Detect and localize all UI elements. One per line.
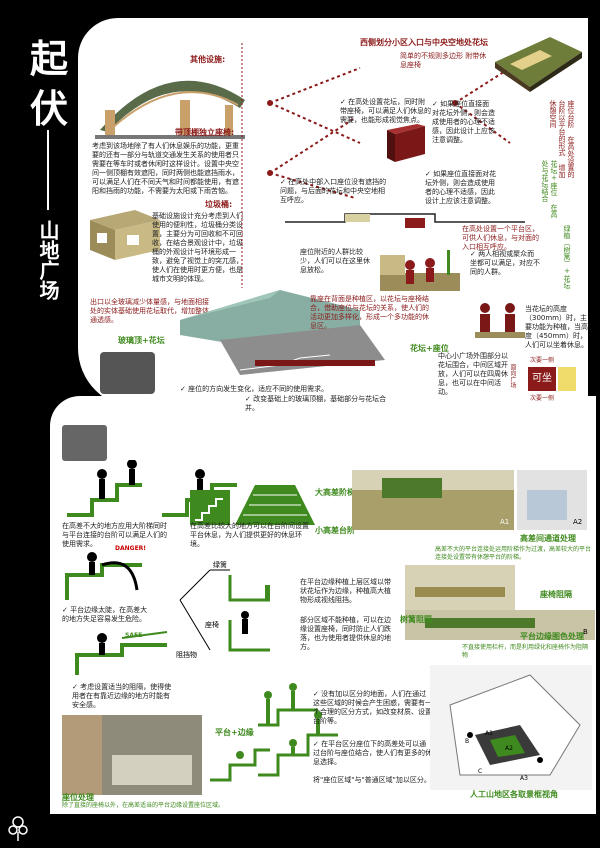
label-bench: 座椅 [205, 621, 219, 629]
canopy-text: 考虑到该场地除了有人们休息娱乐的功能，更重要的还有一部分与轨道交通发生关系的使用… [92, 142, 239, 195]
right-vertical-3: 绿植（树篱）+花坛 [563, 225, 571, 289]
flowerbed-render [495, 37, 582, 92]
label-a1: A1 [500, 518, 510, 526]
site-plan [430, 665, 592, 790]
heading-west-sub: 简单的不规则多边形 附带休息座椅 [400, 52, 487, 69]
step-text-1: 在高差不大的地方应用大阶梯同时与平台连接的台阶可以满足人们的使用需求。 [62, 522, 167, 548]
step-text-2: 在高差比较大的地方可以在台阶间设置平台休息，为人们提供更好的休息环境。 [190, 522, 309, 548]
red-seat-render [387, 124, 425, 162]
heading-platform-edge: 平台边缘图色处理 [520, 632, 584, 641]
seated-people-render [380, 250, 460, 291]
sign-left: 面向广场 [509, 364, 516, 388]
label-small-step: 小高差台阶 [315, 526, 355, 535]
edge-note: ✓ 改变基础上的玻璃顶棚，基础部分与花坛合并。 [245, 395, 387, 412]
label-a2: A2 [573, 518, 583, 526]
site-photo-thumb [100, 352, 155, 394]
label-seat-edge: 座椅阻隔 [540, 590, 572, 599]
dotted-guides [241, 43, 511, 288]
right-vertical-1: 座位台阶 在高处设置的台阶以平台的形式 增加休憩空间 [549, 100, 575, 178]
stairs-icon [190, 490, 230, 525]
title-subtitle: 山地广场 [36, 220, 60, 300]
fall-text-1: ✓ 平台边缘太陡，在高差大的地方失足容易发生危险。 [62, 606, 148, 623]
seat-render [62, 715, 202, 795]
trash-bin-illustration [90, 210, 160, 260]
right-text-1: 在高处设置一个平台区，可供人们休息，与对面的入口相互呼应。 [462, 225, 539, 251]
heading-trash-bin: 垃圾桶: [205, 200, 233, 209]
hedge-diagram [179, 569, 270, 652]
hedge-text-2: 部分区域不能种植，可以在边缘设置座椅，同时防止人们跌落，也为使用者提供休息的地方… [300, 616, 391, 651]
label-green-border: 绿篱 [213, 561, 227, 569]
heading-other-facilities: 其他设施: [190, 55, 226, 64]
sign-bottom: 次要一侧 [530, 395, 555, 402]
plan-title: 人工山地区各取景框视角 [470, 790, 558, 799]
plan-label-a1: A1 [485, 730, 493, 737]
decorative-flower-icon [8, 816, 28, 841]
red-figures [475, 303, 525, 338]
lower-site-thumb [62, 425, 107, 461]
label-b: B [583, 628, 588, 636]
hedge-text: 在平台边缘种植上层区域以带状花坛作为边缘，种植高大植物形成视线阻挡。 [300, 578, 391, 604]
heading-seat-process: 座位处理 [62, 793, 94, 802]
section-people-diagram [258, 683, 338, 777]
plan-label-a3: A3 [520, 775, 528, 782]
canopy-illustration [95, 80, 245, 139]
danger-diagram [65, 552, 142, 600]
sign-right [558, 367, 576, 391]
heading-high-connect: 高差间通道处理 [520, 534, 576, 543]
label-tree-edge: 树篱阻隔 [400, 615, 432, 624]
seat-process-sub: 除了直接的座椅以外，在高差适当的平台边缘设置座位区域。 [62, 802, 225, 809]
note-2: ✓ 在高处中部入口座位没有遮挡的问题，与后面的花坛和中央空地相互呼应。 [280, 178, 387, 204]
label-big-step: 大高差阶梯 [315, 488, 355, 497]
platform-section [210, 748, 270, 782]
note-1: ✓ 在高处设置花坛，同时附带座椅，可以满足人们休息的需要，也能形成视觉焦点。 [340, 98, 431, 124]
flower-seat-text: 靠座在背面是种植区，以花坛与座椅结合，借助座位与花坛的关系，使人们的活动更加多样… [310, 295, 429, 330]
label-barrier: 阻挡物 [176, 651, 197, 659]
danger-label: DANGER! [115, 545, 147, 552]
safe-diagram [75, 631, 168, 675]
right-vertical-2: 花坛+座位 在高处与花坛结合 [541, 160, 558, 218]
heading-canopy-seat: 带顶棚独立座椅: [175, 128, 235, 137]
high-connect-sub: 高差不大的平台连接处运用阶梯作为过渡，高差较大的平台连接处设置带有休憩平台的阶梯… [435, 546, 592, 561]
platform-edge-sub: 不直接使用栏杆，而是利用绿化和座椅作为阻隔物 [462, 644, 589, 659]
title-char-bottom: 伏 [30, 86, 69, 131]
sign-center: 可坐 [528, 367, 556, 391]
label-glass-flowerbed: 玻璃顶+花坛 [118, 336, 165, 345]
section-text-1: ✓ 没有加以区分的地面，人们在通过这些区域的时候会产生困惑，需要有一个合理的区分… [313, 690, 432, 725]
note-5: ✓ 两人相视或聚众而坐都可以满足，对应不同的人群。 [470, 250, 540, 276]
title-char-top: 起 [30, 36, 69, 81]
right-text-2: 当花坛的高度（300mm）时，主要功能为种植，当高度（450mm）时，人们可以坐… [525, 305, 588, 349]
note-3b: ✓ 如果座位直接面对花坛外侧，则会造成使用者的心理不适感，因此设计上应该注意调整… [425, 170, 497, 205]
trash-text: 基础设施设计充分考虑到人们使用的便利性，垃圾桶分类设置，主要分为可回收和不可回收… [152, 212, 243, 283]
section-diagram [285, 213, 525, 228]
render-seat-edge [405, 565, 515, 610]
glass-text: 出口以全玻璃减少体量感，与地面相接处的实体基础使用花坛取代，增加整体通透感。 [90, 298, 209, 324]
note-3: ✓ 如果座位直接面对花坛外侧，则会造成使用者的心理不适感，因此设计上应该注意调整… [432, 100, 495, 144]
plan-label-c: C [478, 768, 483, 775]
glass-canopy-render [180, 290, 385, 375]
heading-west-flowerbed: 西侧划分小区入口与中央空地处花坛 [360, 38, 488, 47]
plan-label-a2: A2 [505, 745, 513, 752]
fall-text-2: ✓ 考虑设置适当的阻隔，使得使用者在有靠近边缘的地方时能有安全感。 [72, 683, 172, 709]
render-a1: A1 [352, 470, 514, 530]
render-a2: A2 [517, 470, 587, 530]
section-text-3: 将"座位区域"与"普通区域"加以区分。 [313, 776, 431, 784]
title-divider [47, 130, 49, 210]
seatable-sign: 次要一侧 可坐 次要一侧 [518, 355, 578, 405]
center-plaza-text: 中心小广场外围部分以花坛围合，中间区域开放，人们可以在四周休息，也可以在中间活动… [438, 352, 508, 396]
stairs-perspective [235, 485, 315, 525]
seat-note: ✓ 座位的方向发生变化，适应不同的使用需求。 [180, 385, 329, 393]
label-platform-plus: 平台+边缘 [215, 728, 254, 737]
note-4: 座位附近的人群比较少，人们可以在这里休息放松。 [300, 248, 370, 274]
section-text-2: ✓ 在平台区分座位下的高差处可以通过台阶与座位结合，使人们有更多的休息选择。 [313, 740, 432, 766]
label-flower-seat: 花坛+座位 [410, 344, 449, 353]
render-tree-edge: B [405, 610, 595, 640]
plan-label-b: B [465, 738, 470, 745]
sign-top: 次要一侧 [530, 357, 555, 364]
safe-label: SAFE [125, 632, 143, 639]
